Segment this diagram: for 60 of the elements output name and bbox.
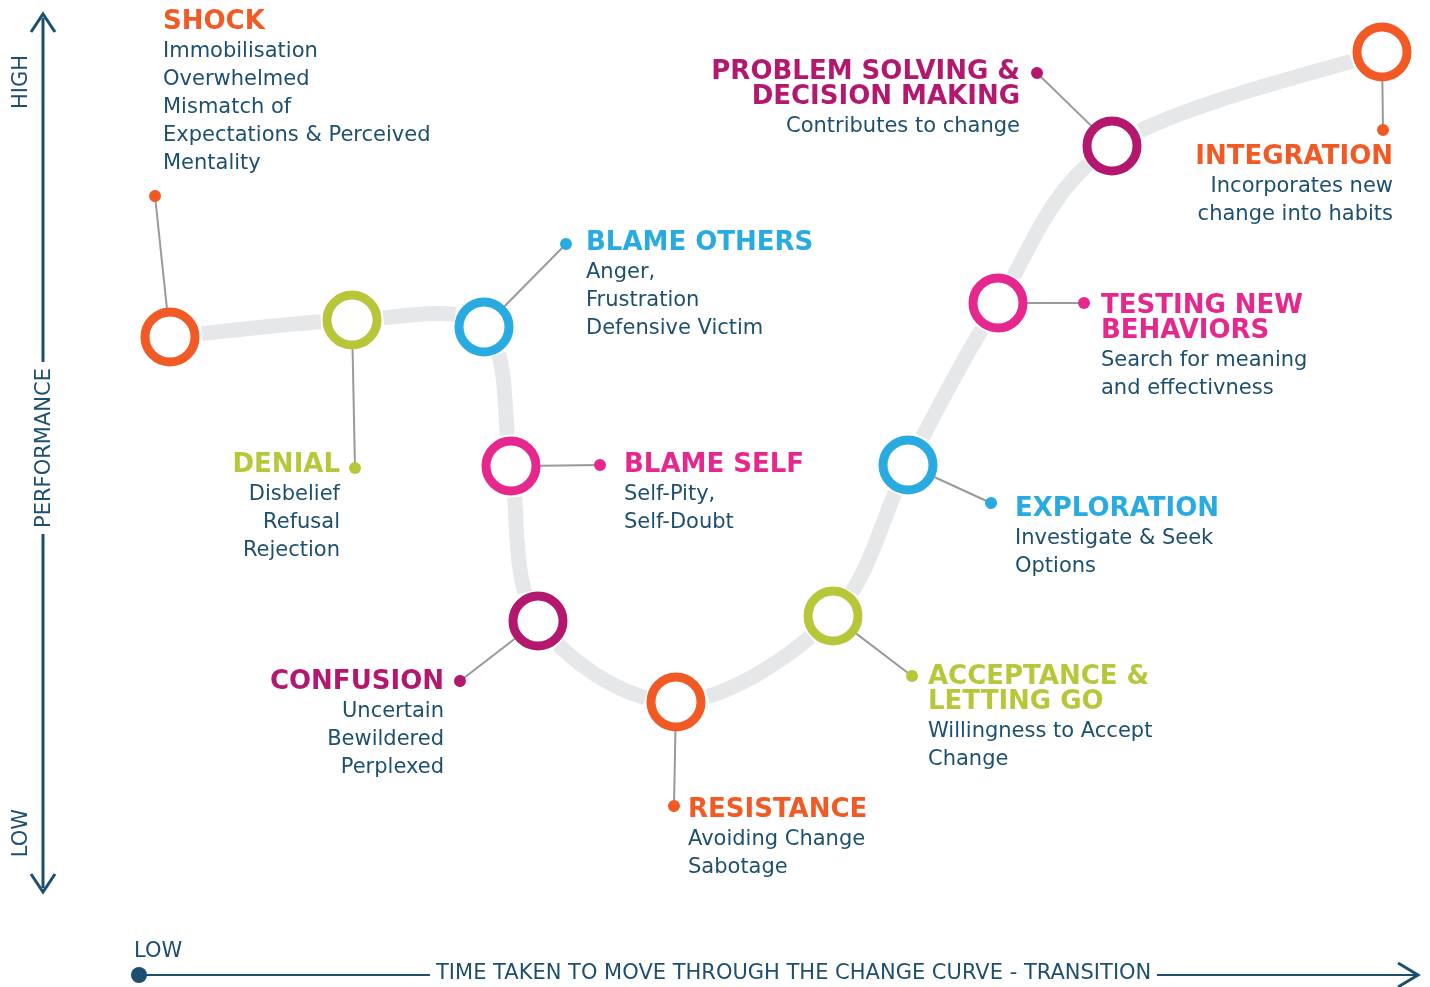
stage-heading: RESISTANCE	[688, 796, 869, 821]
stage-description: Contributes to change	[785, 112, 1020, 139]
stage-ring	[1350, 20, 1414, 84]
leader-line	[540, 459, 606, 471]
stage-description: Immobilisation	[163, 37, 319, 64]
curve-segment	[915, 323, 989, 443]
leader-line	[149, 190, 168, 309]
stage-ring	[644, 670, 708, 734]
leader-line	[349, 349, 361, 474]
stage-description: Willingness to Accept Change	[928, 717, 1154, 772]
stage-ring	[1080, 114, 1144, 178]
stage-heading: ACCEPTANCE & LETTING GO	[928, 663, 1151, 713]
leader-line	[855, 633, 918, 682]
stage-description: Anger,	[586, 258, 657, 285]
leader-line	[504, 238, 572, 307]
stage-heading: BLAME OTHERS	[586, 229, 815, 254]
stage-description: Search for meaning and effectivness	[1101, 346, 1309, 401]
stage-ring	[452, 295, 516, 359]
curve-segment	[845, 487, 902, 598]
axis-label: LOW	[133, 937, 184, 963]
leader-line	[1031, 67, 1092, 127]
stage-heading: DENIAL	[231, 451, 340, 476]
stage-ring	[506, 589, 570, 653]
curve-segment	[702, 631, 816, 704]
stage-heading: CONFUSION	[268, 668, 444, 693]
stage-heading: INTEGRATION	[1194, 143, 1393, 168]
stage-ring	[479, 434, 543, 498]
stage-ring	[320, 288, 384, 352]
leader-line	[668, 731, 680, 812]
curve-segment	[1135, 54, 1357, 138]
stage-heading: TESTING NEW BEHAVIORS	[1101, 292, 1304, 342]
stage-description: Defensive Victim	[586, 314, 765, 341]
stage-ring	[876, 433, 940, 497]
stage-description: Disbelief	[247, 480, 340, 507]
stage-heading: BLAME SELF	[624, 451, 805, 476]
stage-ring	[801, 584, 865, 648]
stage-description: Rejection	[241, 536, 340, 563]
stage-description: Refusal	[262, 508, 340, 535]
stage-heading: PROBLEM SOLVING & DECISION MAKING	[710, 58, 1020, 108]
stage-description: Bewildered	[326, 725, 444, 752]
stage-description: Overwhelmed	[163, 65, 311, 92]
stage-description: Uncertain	[340, 697, 444, 724]
stage-heading: SHOCK	[163, 8, 267, 33]
stage-description: Investigate & Seek Options	[1015, 524, 1215, 579]
stage-description: Self-Doubt	[624, 508, 735, 535]
stage-ring	[138, 305, 202, 369]
stage-description: Mismatch of Expectations & Perceived Mentality	[163, 93, 432, 176]
stage-description: Sabotage	[688, 853, 789, 880]
leader-line	[934, 476, 997, 509]
stage-description: Incorporates new change into habits	[1196, 172, 1393, 227]
stage-description: Frustration	[586, 286, 701, 313]
stage-description: Avoiding Change	[688, 825, 867, 852]
leader-line	[1027, 297, 1090, 309]
stage-description: Perplexed	[339, 753, 444, 780]
stage-heading: EXPLORATION	[1015, 495, 1220, 520]
stage-description: Self-Pity,	[624, 480, 717, 507]
curve-segment	[1006, 158, 1094, 282]
leader-line	[1377, 81, 1389, 136]
leader-line	[454, 638, 516, 687]
stage-ring	[966, 271, 1030, 335]
